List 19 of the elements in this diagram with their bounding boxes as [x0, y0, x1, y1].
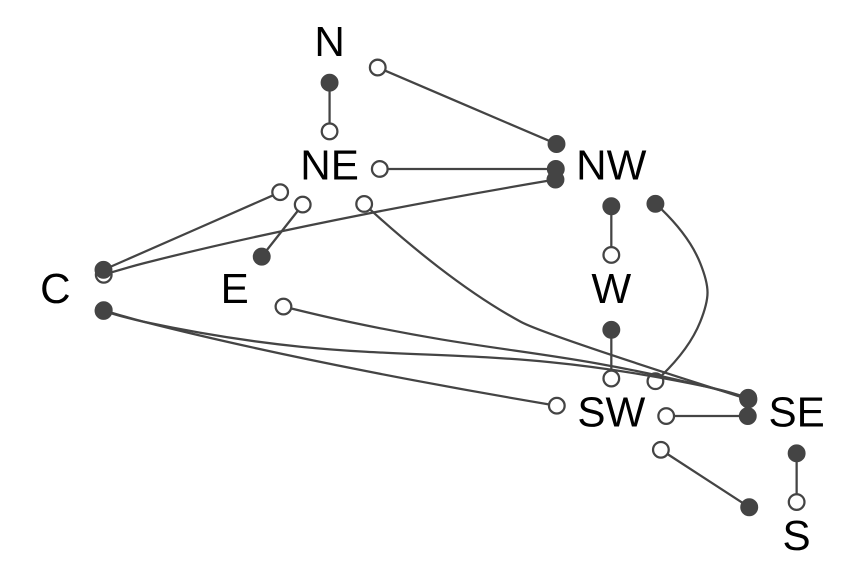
- node-text: N: [314, 18, 345, 65]
- node-text: C: [40, 264, 71, 312]
- node-text: S: [782, 512, 811, 559]
- node-text: SE: [768, 388, 825, 436]
- connector: [94, 183, 290, 279]
- connector: [368, 58, 566, 153]
- connector: [788, 444, 806, 511]
- node-text: E: [220, 264, 249, 312]
- node-text: SW: [577, 388, 646, 436]
- connector: [652, 440, 758, 516]
- node-text: W: [591, 264, 632, 312]
- connector: [602, 320, 620, 388]
- connector: [320, 74, 339, 140]
- connector: [657, 407, 757, 425]
- connector: [252, 196, 312, 266]
- node-text: NE: [300, 141, 359, 188]
- connector: [646, 194, 709, 390]
- connector: [602, 197, 620, 264]
- node-text: NW: [576, 141, 646, 188]
